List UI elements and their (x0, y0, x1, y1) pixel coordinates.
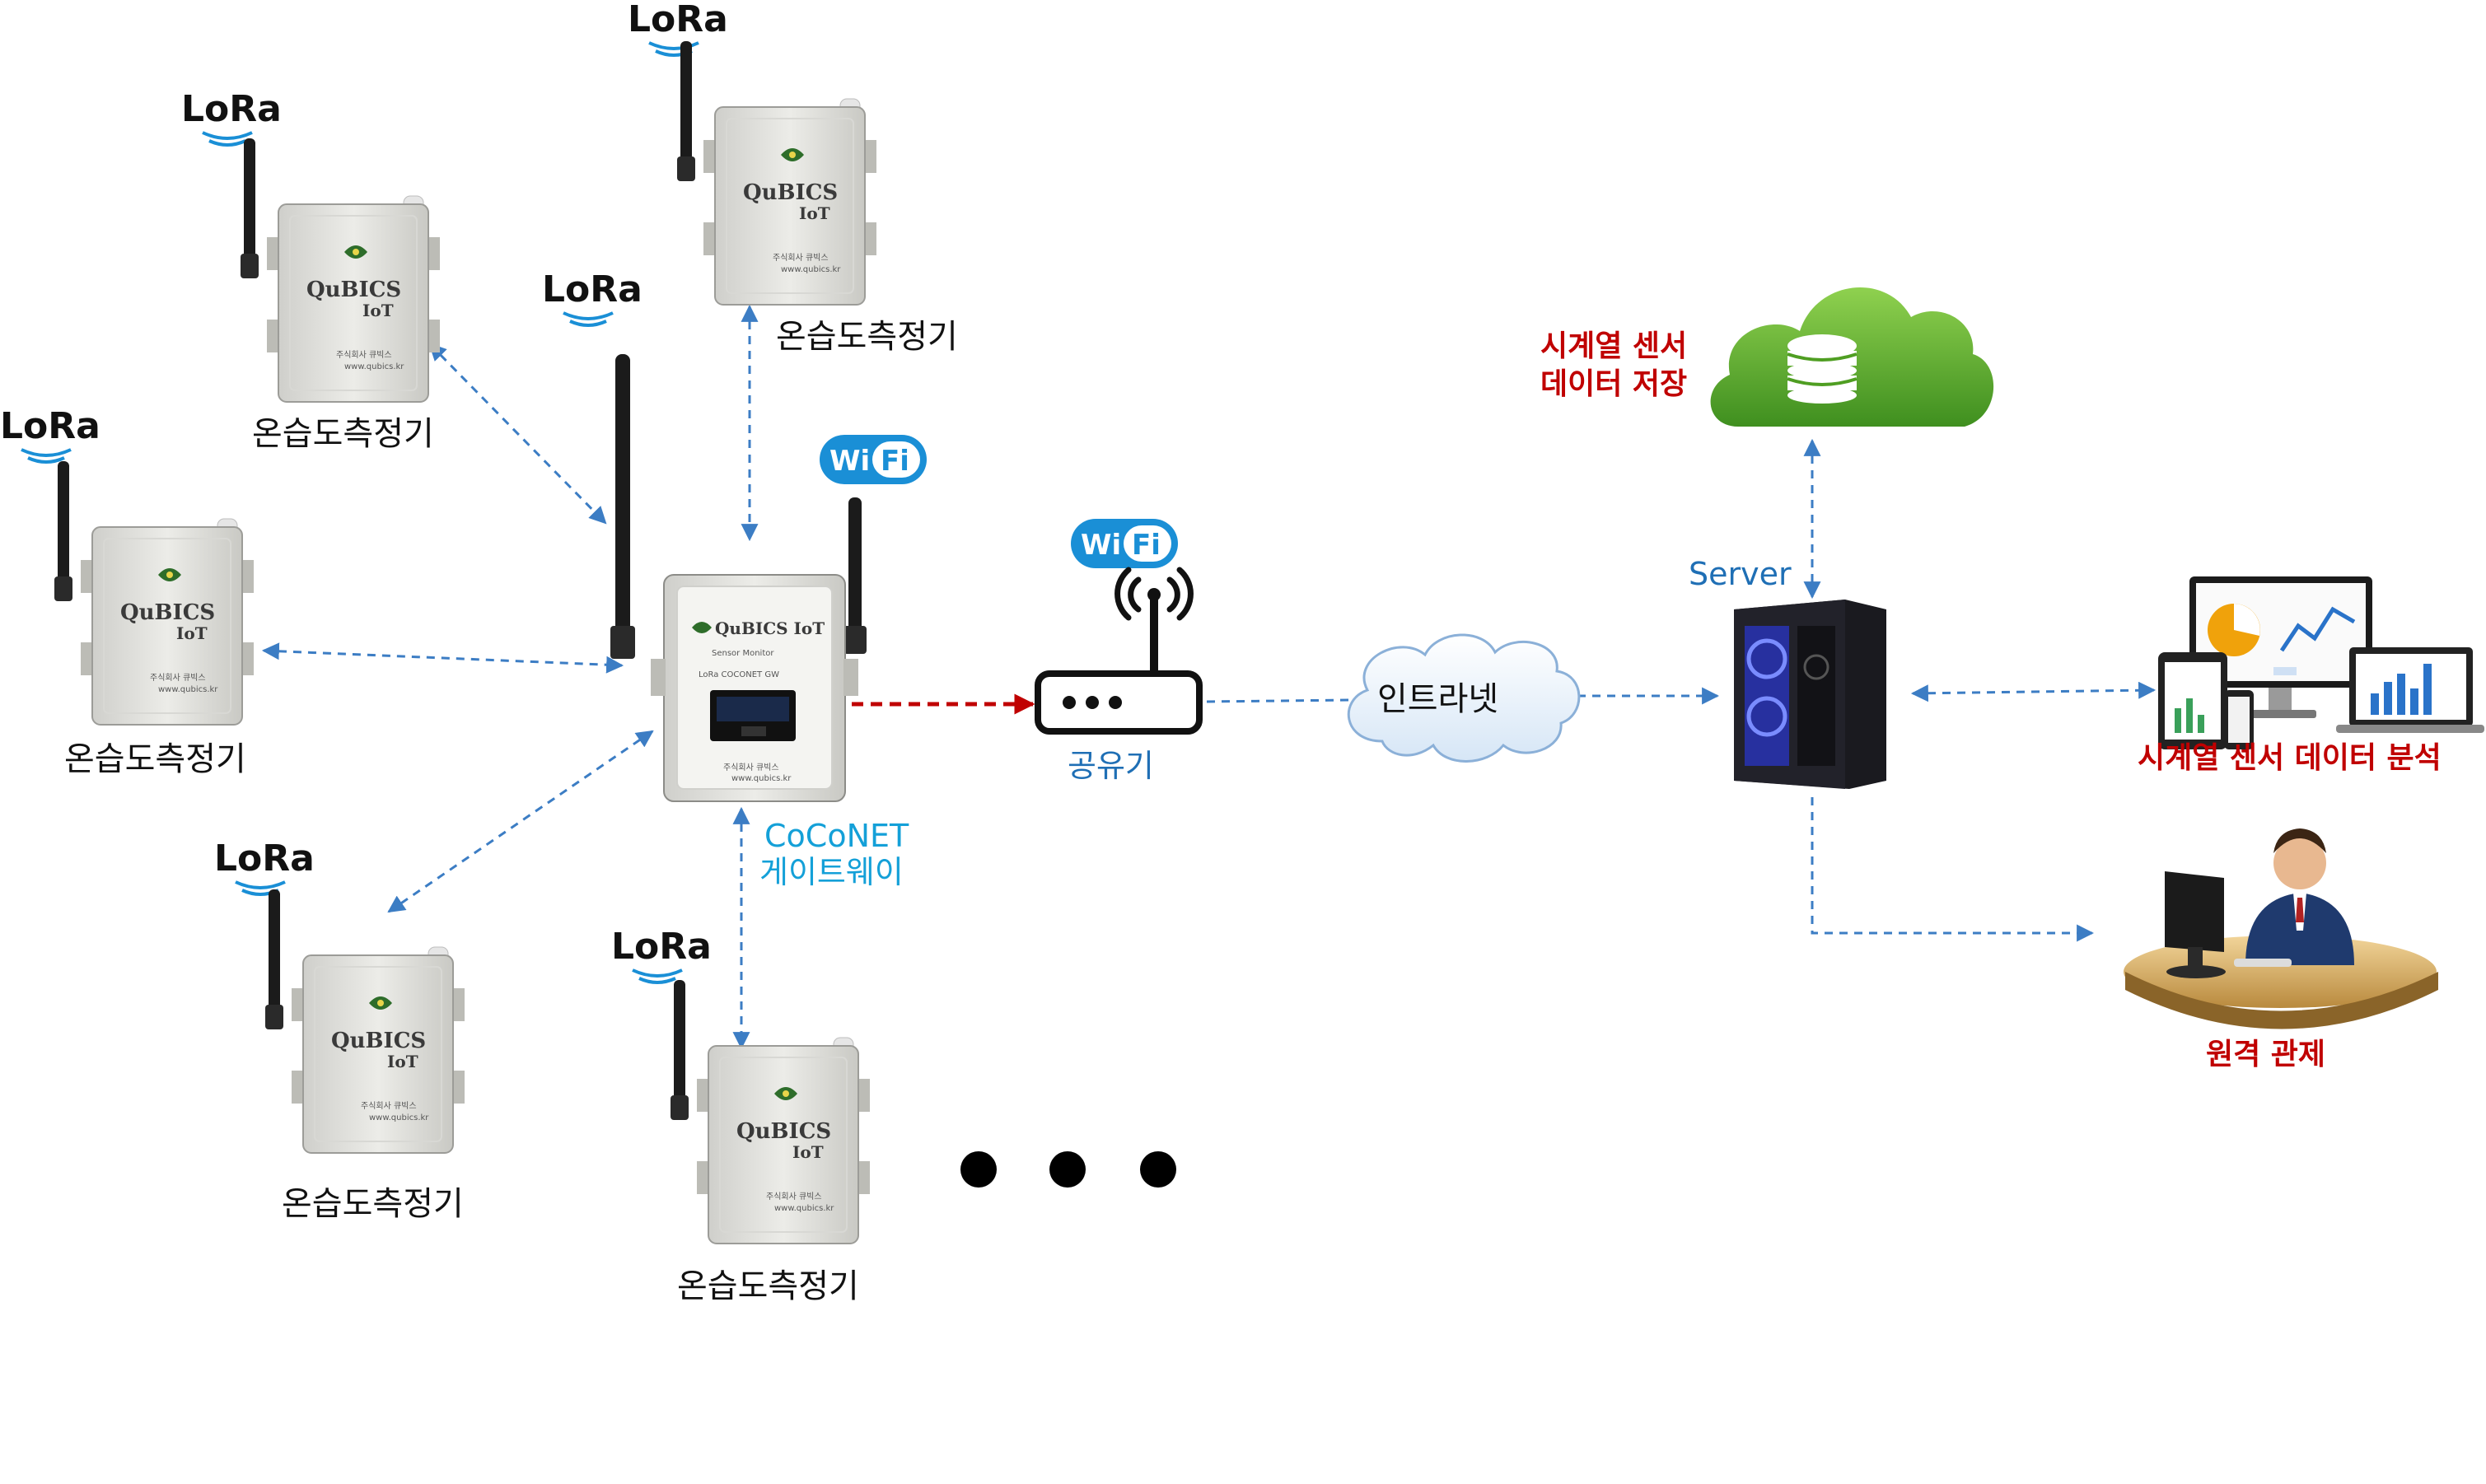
svg-text:IoT: IoT (387, 1052, 418, 1071)
sensor-label: 온습도측정기 (282, 1185, 464, 1223)
svg-text:www.qubics.kr: www.qubics.kr (344, 362, 404, 371)
svg-text:LoRa: LoRa (611, 926, 712, 968)
svg-text:주식회사 큐빅스: 주식회사 큐빅스 (361, 1101, 417, 1111)
server: Server (1689, 556, 1886, 789)
sensor-label: 온습도측정기 (252, 415, 434, 453)
svg-text:IoT: IoT (176, 623, 208, 643)
sensor-device-5: LoRa QuBICS IoT 주식회사 큐빅스 www.qubics.kr 온… (611, 926, 871, 1305)
router-label: 공유기 (1068, 748, 1154, 784)
router: Wi Fi 공유기 (1035, 519, 1203, 784)
svg-text:Fi: Fi (881, 445, 909, 478)
server-label: Server (1689, 556, 1792, 592)
lora-logo: LoRa (214, 838, 315, 896)
svg-text:www.qubics.kr: www.qubics.kr (781, 265, 841, 274)
remote-monitoring: 원격 관제 (2124, 828, 2438, 1071)
link-sensor-topleft (428, 343, 607, 525)
wifi-logo: Wi Fi (820, 435, 927, 484)
sensor-device-3: LoRa QuBICS IoT 주식회사 큐빅스 www.qubics.kr 온… (0, 405, 255, 778)
svg-text:QuBICS: QuBICS (743, 180, 838, 205)
lora-logo: LoRa (542, 268, 643, 327)
svg-text:LoRa: LoRa (542, 268, 643, 310)
svg-text:www.qubics.kr: www.qubics.kr (731, 774, 792, 783)
svg-text:Wi: Wi (829, 445, 870, 478)
svg-text:QuBICS: QuBICS (331, 1029, 426, 1053)
lora-logo: LoRa (628, 0, 728, 57)
phone-icon (2224, 690, 2254, 749)
link-router-intranet (1206, 698, 1352, 703)
svg-text:주식회사 큐빅스: 주식회사 큐빅스 (766, 1192, 822, 1202)
svg-text:IoT: IoT (792, 1142, 824, 1162)
intranet-label: 인트라넷 (1377, 680, 1498, 718)
svg-text:LoRa: LoRa (0, 405, 100, 447)
sensor-device-1: LoRa QuBICS IoT 주식회사 큐빅스 www.qubics.kr 온… (181, 88, 441, 453)
svg-text:주식회사 큐빅스: 주식회사 큐빅스 (150, 673, 206, 683)
cloud-label-line2: 데이터 저장 (1540, 367, 1687, 401)
lora-logo: LoRa (0, 405, 100, 464)
server-tower-icon (1734, 600, 1886, 789)
analysis-label: 시계열 센서 데이터 분석 (2138, 741, 2442, 775)
intranet-cloud: 인트라넷 (1347, 633, 1581, 763)
gateway-label-line1: CoCoNET (764, 818, 909, 854)
cloud-storage: 시계열 센서 데이터 저장 (1540, 287, 1994, 427)
svg-text:주식회사 큐빅스: 주식회사 큐빅스 (336, 350, 392, 360)
link-sensor-left (261, 642, 624, 674)
link-server-remote (1811, 797, 2095, 942)
svg-text:Fi: Fi (1132, 529, 1161, 562)
remote-label: 원격 관제 (2206, 1038, 2325, 1071)
coconet-gateway: LoRa QuBICS IoT Sensor Monitor LoRa COCO… (542, 268, 909, 890)
svg-text:Sensor Monitor: Sensor Monitor (712, 649, 774, 658)
sensor-device-2: LoRa QuBICS IoT 주식회사 큐빅스 www.qubics.kr 온… (628, 0, 958, 356)
svg-text:주식회사 큐빅스: 주식회사 큐빅스 (773, 253, 829, 263)
wifi-logo: Wi Fi (1071, 519, 1178, 568)
svg-text:Wi: Wi (1081, 529, 1121, 562)
operator-desk-icon (2124, 828, 2438, 1029)
svg-text:IoT: IoT (362, 301, 394, 320)
signal-icon (1114, 567, 1194, 675)
laptop-icon (2336, 647, 2484, 733)
database-icon (1787, 334, 1857, 404)
svg-text:QuBICS: QuBICS (120, 600, 215, 625)
svg-text:LoRa: LoRa (214, 838, 315, 880)
svg-text:QuBICS: QuBICS (306, 278, 401, 302)
tablet-icon (2158, 652, 2227, 749)
svg-text:QuBICS IoT: QuBICS IoT (715, 618, 825, 638)
lora-logo: LoRa (611, 926, 712, 984)
analysis-devices: 시계열 센서 데이터 분석 (2138, 576, 2484, 775)
sensor-label: 온습도측정기 (677, 1267, 859, 1305)
link-server-analysis (1910, 681, 2157, 702)
svg-text:QuBICS: QuBICS (736, 1119, 831, 1144)
svg-text:LoRa COCONET GW: LoRa COCONET GW (699, 670, 779, 679)
link-sensor-bottomleft (387, 730, 654, 913)
sensor-label: 온습도측정기 (64, 740, 246, 778)
svg-text:IoT: IoT (799, 203, 830, 223)
sensor-device-4: LoRa QuBICS IoT 주식회사 큐빅스 www.qubics.kr 온… (214, 838, 465, 1223)
gateway-label-line2: 게이트웨이 (759, 854, 904, 890)
svg-text:LoRa: LoRa (628, 0, 728, 40)
svg-text:www.qubics.kr: www.qubics.kr (369, 1113, 429, 1122)
lora-logo: LoRa (181, 88, 282, 147)
svg-text:주식회사 큐빅스: 주식회사 큐빅스 (723, 763, 779, 772)
sensor-label: 온습도측정기 (776, 318, 958, 356)
svg-text:www.qubics.kr: www.qubics.kr (158, 685, 218, 694)
more-devices-ellipsis (960, 1151, 1176, 1188)
svg-text:www.qubics.kr: www.qubics.kr (774, 1204, 834, 1213)
svg-text:LoRa: LoRa (181, 88, 282, 130)
connection-arrows (261, 304, 2157, 1050)
cloud-label-line1: 시계열 센서 (1540, 329, 1687, 363)
